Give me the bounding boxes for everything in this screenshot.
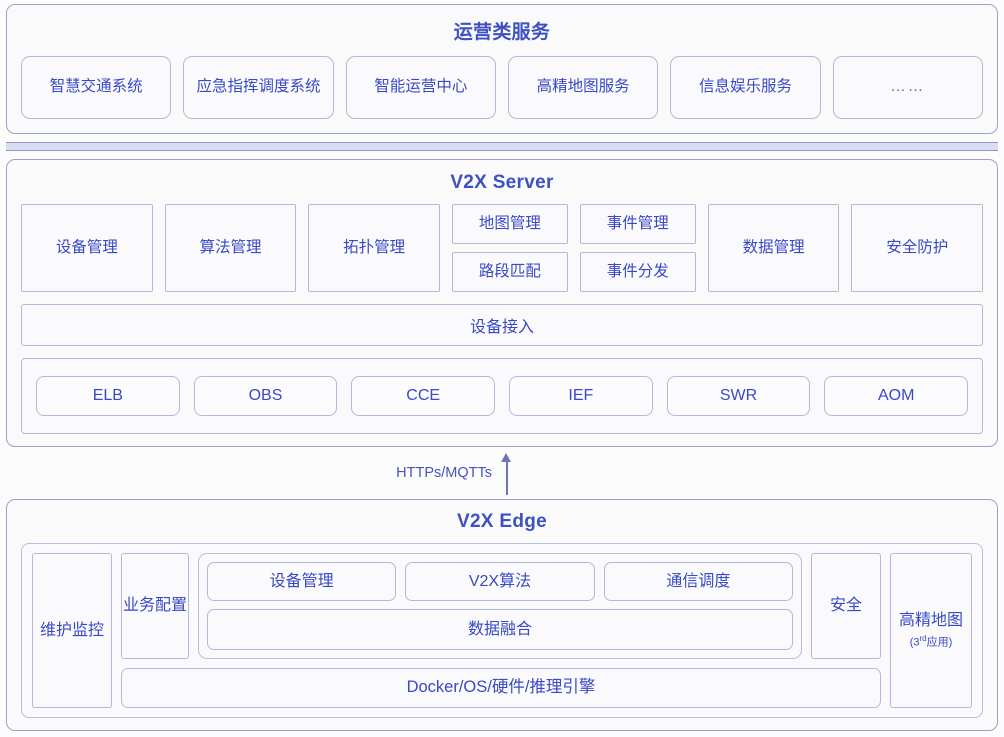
edge-module-hd-map[interactable]: 高精地图 (3rd应用) [890,553,972,708]
connector-protocol-label: HTTPs/MQTTs [396,465,492,481]
v2x-edge-panel: V2X Edge 维护监控 业务配置 设备管理 V2X算法 通信调度 数据融合 … [6,499,998,731]
edge-capability-group: 设备管理 V2X算法 通信调度 数据融合 [198,553,802,659]
edge-module-device-management[interactable]: 设备管理 [207,562,397,601]
ops-card-intelligent-operations-center[interactable]: 智能运营中心 [345,56,496,119]
edge-module-communication-scheduling[interactable]: 通信调度 [603,562,793,601]
edge-module-maintenance-monitoring[interactable]: 维护监控 [32,553,112,708]
edge-platform-bar[interactable]: Docker/OS/硬件/推理引擎 [121,668,881,708]
server-col-event-pair: 事件管理 事件分发 [579,204,696,292]
server-module-event-management[interactable]: 事件管理 [579,204,696,244]
server-col-algorithm-management: 算法管理 [164,204,297,292]
server-col-data-management: 数据管理 [707,204,840,292]
edge-module-business-config[interactable]: 业务配置 [121,553,189,659]
arrow-up-icon [501,453,512,495]
v2x-edge-inner-container: 维护监控 业务配置 设备管理 V2X算法 通信调度 数据融合 安全 Docker… [21,543,983,718]
cloud-service-aom[interactable]: AOM [824,376,969,416]
cloud-service-cce[interactable]: CCE [351,376,496,416]
hd-map-note-suffix: 应用) [926,636,953,649]
ops-card-emergency-dispatch[interactable]: 应急指挥调度系统 [183,56,334,119]
operations-services-card-row: 智慧交通系统 应急指挥调度系统 智能运营中心 高精地图服务 信息娱乐服务 …… [21,56,983,119]
server-module-map-management[interactable]: 地图管理 [451,204,568,244]
edge-module-data-fusion[interactable]: 数据融合 [207,609,793,650]
hd-map-note-superscript: rd [919,633,927,643]
operations-services-panel: 运营类服务 智慧交通系统 应急指挥调度系统 智能运营中心 高精地图服务 信息娱乐… [6,4,998,134]
edge-hd-map-note: (3rd应用) [910,634,953,650]
server-col-security-protection: 安全防护 [851,204,984,292]
server-module-road-segment-matching[interactable]: 路段匹配 [451,252,568,292]
cloud-service-elb[interactable]: ELB [36,376,180,416]
ops-card-hd-map-service[interactable]: 高精地图服务 [507,56,659,119]
edge-module-v2x-algorithm[interactable]: V2X算法 [405,562,595,601]
ops-card-more-ellipsis[interactable]: …… [832,56,983,119]
server-col-device-management: 设备管理 [21,204,153,292]
cloud-service-ief[interactable]: IEF [509,376,653,416]
edge-hd-map-name: 高精地图 [898,612,963,630]
server-cloud-services-container: ELB OBS CCE IEF SWR AOM [21,358,983,434]
server-col-topology-management: 拓扑管理 [308,204,440,292]
operations-services-title: 运营类服务 [453,22,551,43]
server-device-access-bar[interactable]: 设备接入 [21,304,983,346]
edge-center-column: 业务配置 设备管理 V2X算法 通信调度 数据融合 安全 Docker/OS/硬… [121,553,881,708]
ops-card-infotainment-service[interactable]: 信息娱乐服务 [670,56,821,119]
v2x-server-panel: V2X Server 设备管理 算法管理 拓扑管理 地图管理 路段匹配 事件管理… [6,159,998,447]
v2x-server-title: V2X Server [450,172,554,193]
cloud-service-obs[interactable]: OBS [193,376,338,416]
server-module-security-protection[interactable]: 安全防护 [851,204,984,292]
section-divider-band [6,142,998,151]
edge-center-top-row: 业务配置 设备管理 V2X算法 通信调度 数据融合 安全 [121,553,881,659]
ops-card-smart-traffic[interactable]: 智慧交通系统 [21,56,172,119]
server-edge-connector: HTTPs/MQTTs [0,447,1004,499]
server-module-event-distribution[interactable]: 事件分发 [579,252,696,292]
v2x-server-module-grid: 设备管理 算法管理 拓扑管理 地图管理 路段匹配 事件管理 事件分发 数据管理 … [21,204,984,292]
server-module-data-management[interactable]: 数据管理 [707,204,840,292]
edge-module-security[interactable]: 安全 [811,553,881,659]
server-module-device-management[interactable]: 设备管理 [21,204,153,292]
server-module-topology-management[interactable]: 拓扑管理 [308,204,440,292]
cloud-service-swr[interactable]: SWR [666,376,811,416]
edge-capability-row: 设备管理 V2X算法 通信调度 [207,562,793,601]
hd-map-note-prefix: (3 [909,636,920,649]
v2x-edge-title: V2X Edge [456,511,548,532]
server-module-algorithm-management[interactable]: 算法管理 [164,204,297,292]
server-col-map-pair: 地图管理 路段匹配 [451,204,568,292]
